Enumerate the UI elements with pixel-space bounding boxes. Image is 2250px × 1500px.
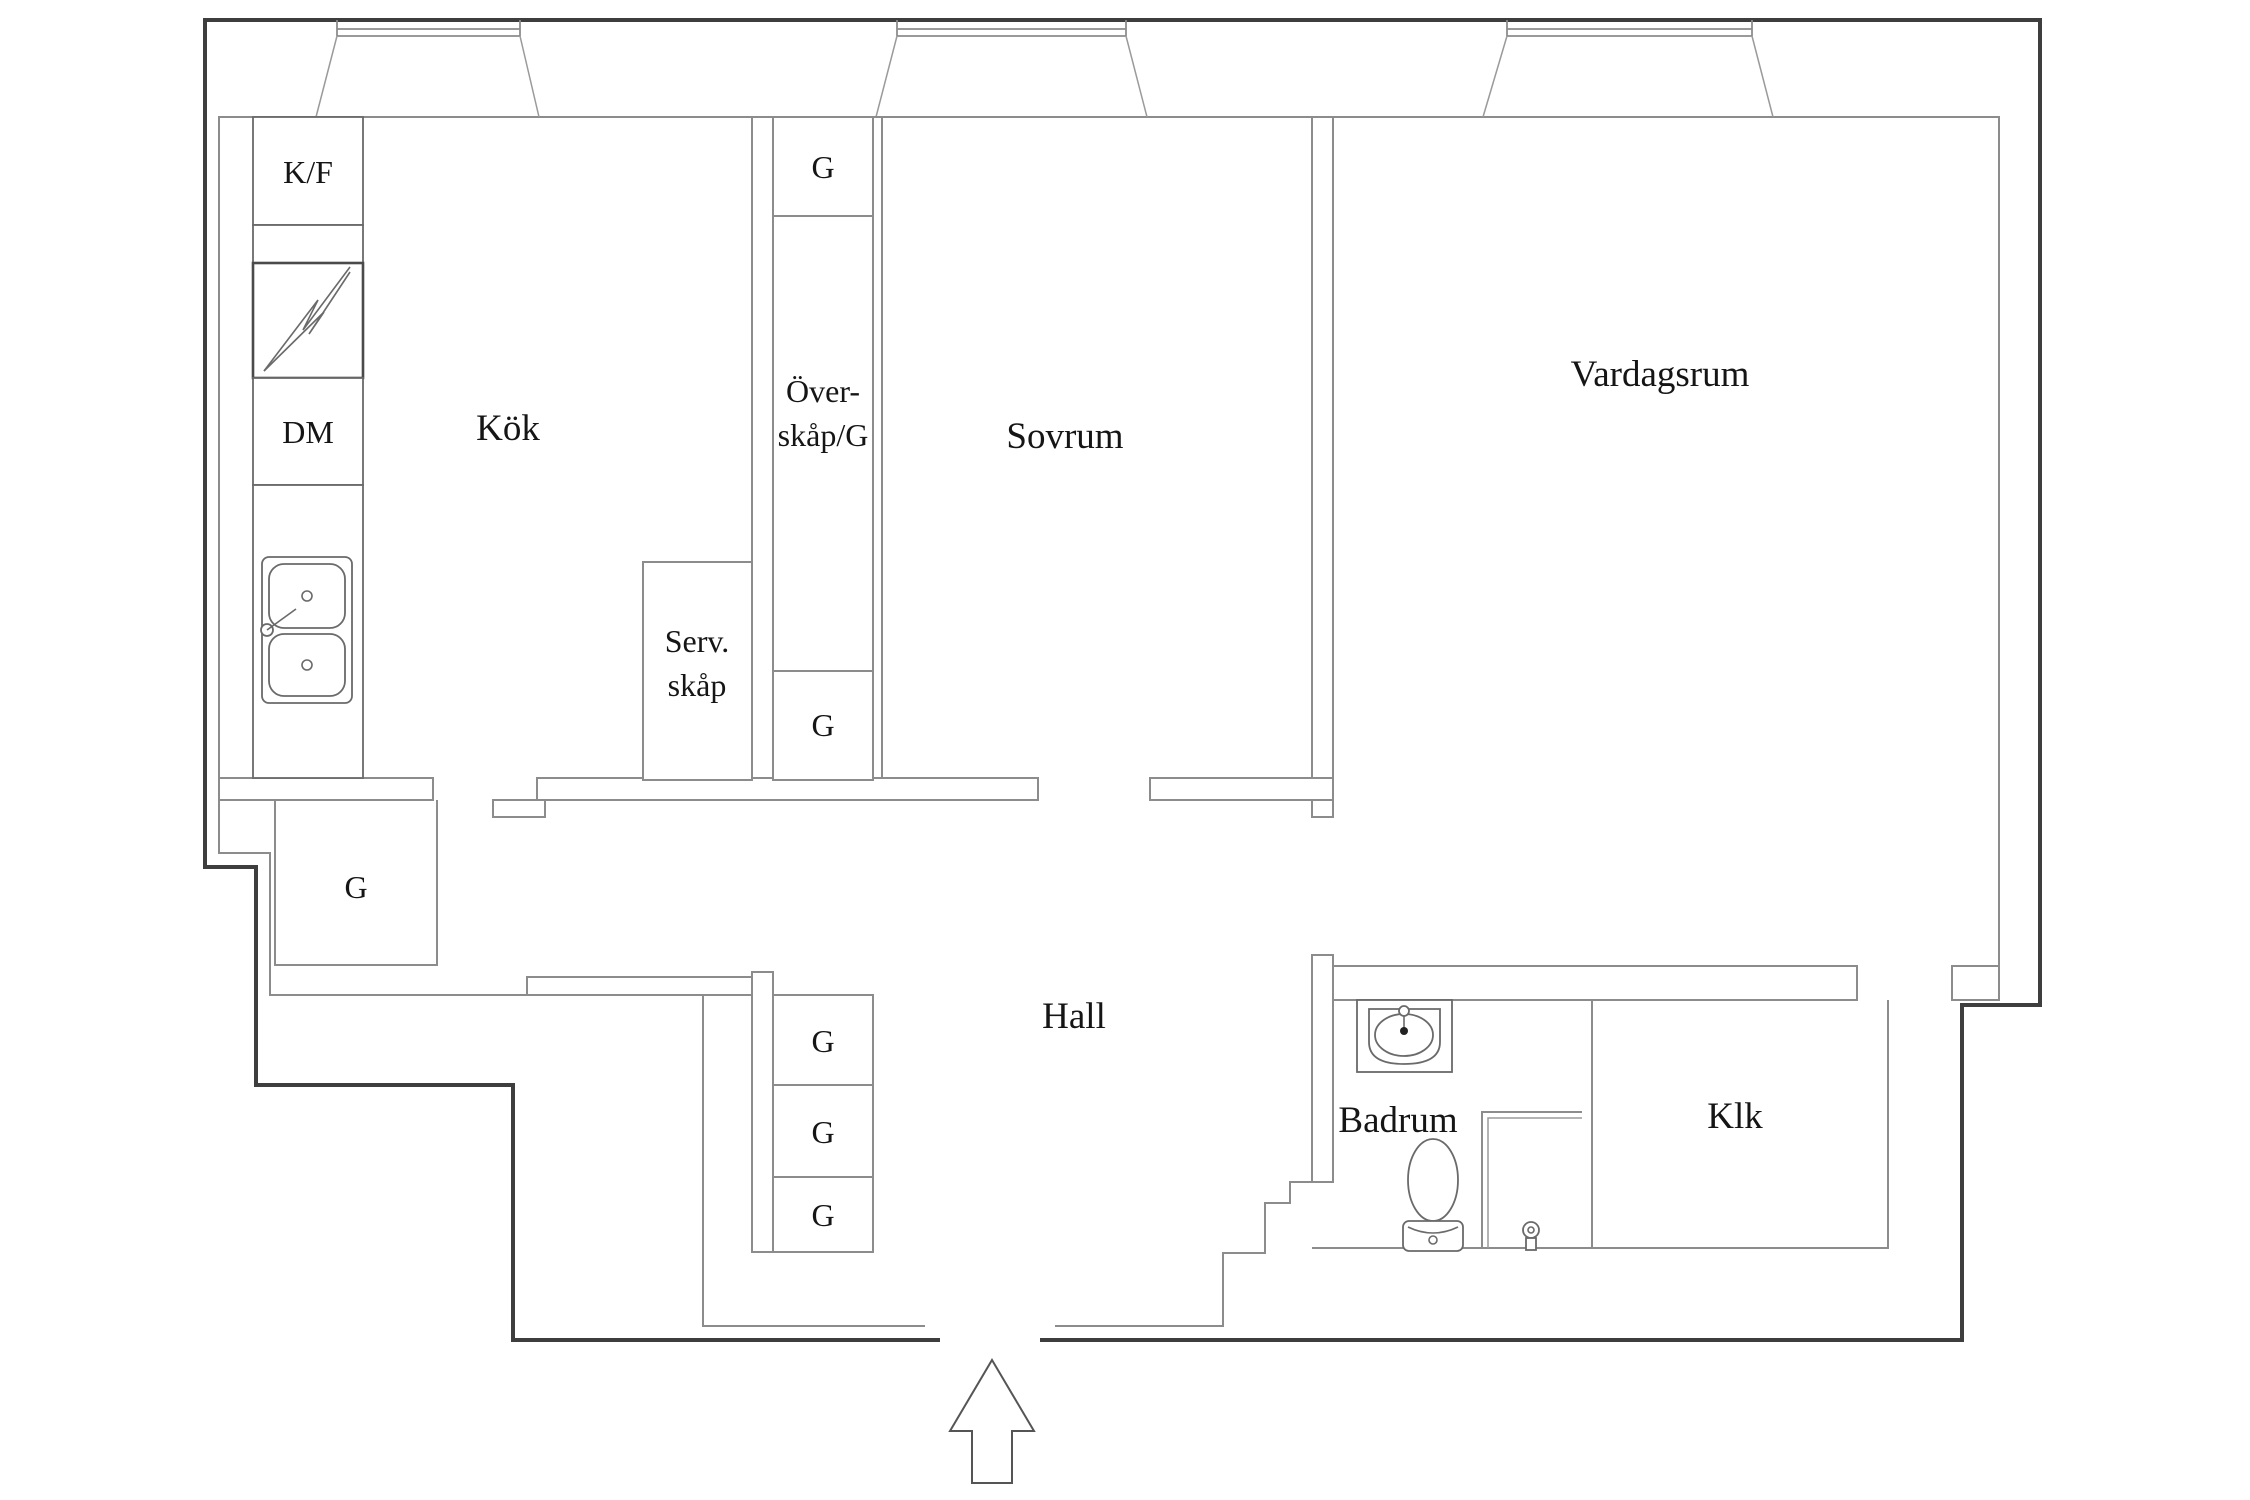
entrance-arrow-icon [948,1358,1036,1484]
counter-box [252,224,364,264]
door-frame-stub-kitchen [492,799,546,818]
shower-icon [1481,1111,1582,1251]
partition-walls [218,116,2000,1253]
wardrobe-label-hall-3: G [811,1197,834,1233]
inner-wall-entrance-right [1055,1181,1312,1327]
bathroom-label: Badrum [1338,1100,1457,1141]
labels: K/F DM Kök G Över- skåp/G G Serv. skåp S… [282,149,1763,1233]
kitchen-sink-icon [260,556,353,704]
hall-label: Hall [1042,996,1106,1037]
fridge-freezer-box [252,116,364,226]
stove-icon [263,266,351,372]
toilet-icon [1402,1138,1464,1252]
kitchen-label: Kök [476,408,540,449]
inner-wall-main [218,116,2000,1327]
wardrobe-box-1 [772,994,874,1086]
wardrobe-label-bottom: G [811,707,834,743]
closet-left-outline [274,800,438,966]
living-room-label: Vardagsrum [1571,354,1750,395]
wall-boundaries [203,18,2042,1342]
window-bay-icon-kitchen [315,20,540,118]
upper-cabinet-column [772,116,874,781]
kitchen-cabinet-column [251,116,365,779]
wall-hall-bathroom [1311,954,1334,1183]
wall-living-bottom-left [1332,965,1858,1001]
upper-cabinet-box [772,116,874,781]
bathroom-sink-icon [1356,999,1453,1073]
window-bays [315,20,1774,118]
hall-wardrobe-stack [772,994,874,1253]
wardrobe-label-hall-2: G [811,1114,834,1150]
upper-cabinet-label-line2: skåp/G [778,417,869,453]
walk-in-closet-label: Klk [1707,1096,1763,1137]
wardrobe-label-left-closet: G [344,869,367,905]
wardrobe-label-hall-1: G [811,1023,834,1059]
wardrobe-label-top: G [811,149,834,185]
wall-kitchen-right [751,116,774,801]
window-bay-icon-living [1482,20,1774,118]
fridge-freezer-label: K/F [283,154,333,190]
wall-hall-top-left [218,777,434,801]
bathroom-fixtures [1356,999,1582,1252]
upper-cabinet-label-line1: Över- [786,373,860,409]
dishwasher-label: DM [282,414,334,450]
wall-wardrobe-stack-left [751,971,774,1253]
window-bay-icon-bedroom [875,20,1148,118]
dishwasher-box [252,377,364,486]
wall-living-bottom-right [1951,965,2000,1001]
outer-wall [203,18,2042,1342]
wardrobe-box-3 [772,1176,874,1253]
wall-hall-nook-stub [526,976,774,996]
serving-cabinet-label-line2: skåp [668,667,727,703]
wall-bedroom-left [872,116,883,779]
serving-cabinet-label-line1: Serv. [665,623,730,659]
serving-cabinet-box [642,561,753,781]
bedroom-label: Sovrum [1006,416,1123,457]
wall-bedroom-living [1311,116,1334,818]
wall-hall-top-right [1149,777,1334,801]
wall-hall-top-middle [536,777,1039,801]
wardrobe-box-2 [772,1084,874,1178]
